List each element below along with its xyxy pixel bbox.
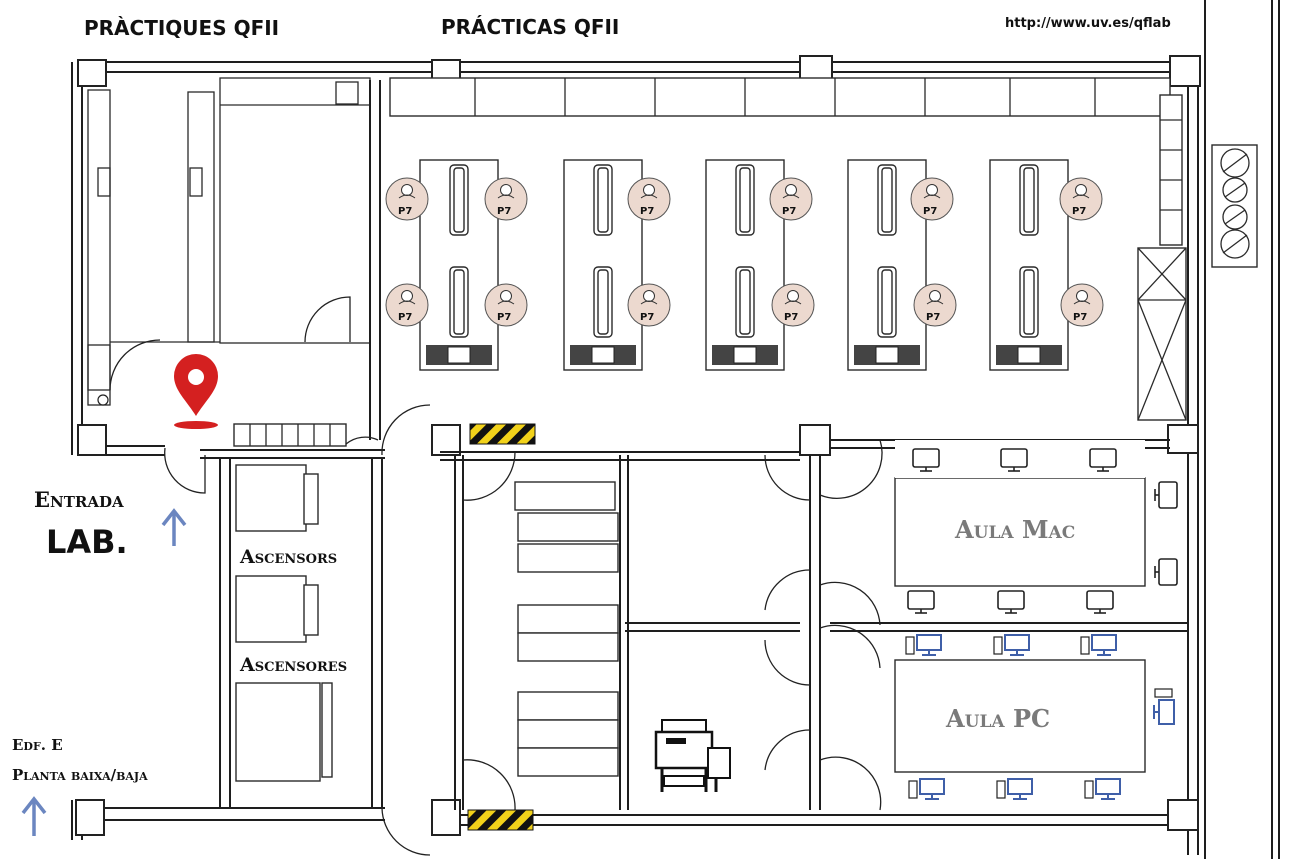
outer-walls (71, 0, 1280, 859)
monitor-icon (997, 590, 1025, 614)
desktop-pc-icon (1084, 778, 1121, 800)
workstation-p7[interactable]: P7 (771, 283, 815, 327)
desktop-pc-icon (996, 778, 1033, 800)
wall-bench (389, 77, 1183, 246)
workstation-p7[interactable]: P7 (627, 283, 671, 327)
aula-pc (894, 634, 1175, 800)
title-spanish: PRÁCTICAS QFII (441, 15, 619, 39)
lab-islands (419, 159, 1069, 371)
desktop-pc-icon (1080, 634, 1117, 656)
monitor-icon (1000, 448, 1028, 472)
up-arrow-icon (161, 508, 187, 546)
desktop-pc-icon (908, 778, 945, 800)
lab-island (989, 159, 1069, 371)
elevators-label-catalan: Ascensors (239, 546, 337, 568)
workstation-p7[interactable]: P7 (627, 177, 671, 221)
svg-text:P7: P7 (640, 206, 654, 217)
room-label-aula-mac: Aula Mac (954, 515, 1075, 544)
workstation-p7[interactable]: P7 (385, 283, 429, 327)
svg-text:P7: P7 (398, 312, 412, 323)
svg-text:P7: P7 (497, 206, 511, 217)
building-label: Edf. E (12, 736, 63, 754)
aula-mac (894, 440, 1178, 614)
workstation-p7[interactable]: P7 (484, 283, 528, 327)
svg-text:P7: P7 (497, 312, 511, 323)
exhaust-fans (1211, 144, 1258, 268)
workstation-p7[interactable]: P7 (484, 177, 528, 221)
elevators-label-spanish: Ascensores (239, 654, 347, 676)
workstation-p7[interactable]: P7 (910, 177, 954, 221)
svg-text:P7: P7 (926, 312, 940, 323)
svg-text:P7: P7 (398, 206, 412, 217)
monitor-icon (1154, 481, 1178, 509)
monitor-icon (1086, 590, 1114, 614)
lab-island (419, 159, 499, 371)
workstation-p7[interactable]: P7 (913, 283, 957, 327)
printer-icon (654, 719, 731, 792)
desktop-pc-icon (905, 634, 942, 656)
monitor-icon (912, 448, 940, 472)
hazard-stripe-icon (467, 809, 534, 831)
monitor-icon (1089, 448, 1117, 472)
svg-text:P7: P7 (640, 312, 654, 323)
lab-island (847, 159, 927, 371)
svg-text:P7: P7 (1072, 206, 1086, 217)
desktop-pc-icon (1153, 688, 1175, 725)
up-arrow-icon (21, 796, 47, 836)
website-url[interactable]: http://www.uv.es/qflab (1005, 16, 1171, 31)
workstations[interactable]: P7 P7 P7 P7 P7 P7 P7 P7 P7 P7 P7 P7 (385, 177, 1104, 327)
fume-hood-icon (1137, 247, 1187, 421)
entrance-lab-label: LAB. (46, 523, 128, 561)
entrance-label: Entrada (34, 487, 124, 512)
svg-text:P7: P7 (1073, 312, 1087, 323)
floor-label: Planta baixa/baja (12, 766, 148, 784)
workstation-p7[interactable]: P7 (385, 177, 429, 221)
svg-text:P7: P7 (782, 206, 796, 217)
title-catalan: PRÀCTIQUES QFII (84, 16, 279, 40)
workstation-p7[interactable]: P7 (1060, 283, 1104, 327)
workstation-p7[interactable]: P7 (1059, 177, 1103, 221)
hazard-stripe-icon (469, 423, 536, 445)
monitor-icon (907, 590, 935, 614)
desktop-pc-icon (993, 634, 1030, 656)
svg-text:P7: P7 (923, 206, 937, 217)
room-label-aula-pc: Aula PC (945, 704, 1050, 733)
location-pin-icon[interactable] (174, 354, 218, 429)
storage-shelves (514, 481, 619, 777)
workstation-p7[interactable]: P7 (769, 177, 813, 221)
svg-text:P7: P7 (784, 312, 798, 323)
elevators (235, 464, 333, 782)
monitor-icon (1154, 558, 1178, 586)
left-office (87, 77, 381, 440)
